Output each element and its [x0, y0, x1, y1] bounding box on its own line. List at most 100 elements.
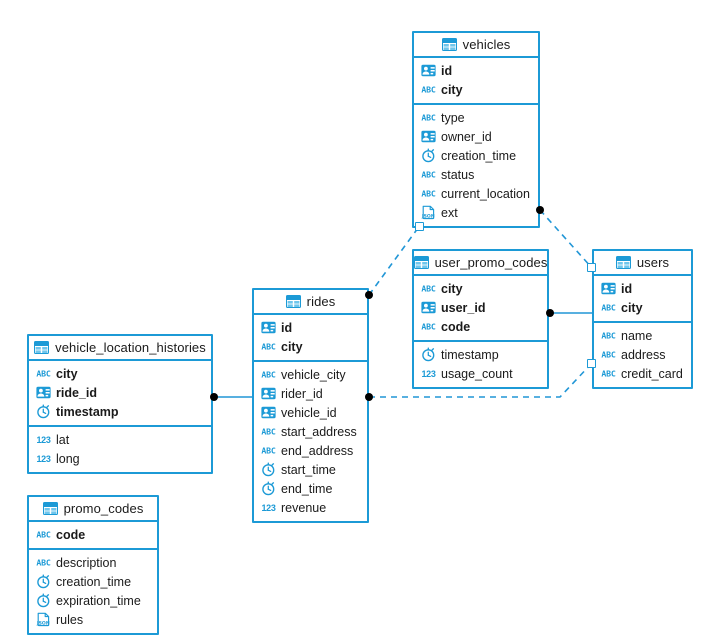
table-column[interactable]: timestamp — [414, 345, 547, 364]
table-header[interactable]: user_promo_codes — [413, 251, 548, 276]
abc-string-icon: ABC — [421, 281, 436, 296]
svg-text:ABC: ABC — [421, 170, 435, 180]
abc-string-icon: ABC — [36, 366, 51, 381]
abc-string-icon: ABC — [421, 186, 436, 201]
stopwatch-icon — [36, 404, 51, 419]
json-document-icon: JSON — [36, 612, 51, 627]
svg-text:ABC: ABC — [261, 446, 275, 456]
column-label: name — [621, 328, 653, 343]
table-name: promo_codes — [63, 501, 144, 516]
table-header[interactable]: users — [594, 251, 691, 276]
svg-text:ABC: ABC — [36, 369, 50, 379]
edge-source-dot — [210, 393, 218, 401]
column-label: expiration_time — [56, 593, 141, 608]
stopwatch-icon — [261, 462, 276, 477]
table-name: user_promo_codes — [434, 255, 548, 270]
table-column[interactable]: creation_time — [29, 572, 157, 591]
abc-string-icon: ABC — [421, 319, 436, 334]
numeric-123-icon: 123 — [421, 368, 436, 379]
table-column[interactable]: start_time — [254, 460, 367, 479]
abc-string-icon: ABC — [601, 328, 616, 343]
svg-text:ABC: ABC — [601, 331, 615, 341]
svg-text:ABC: ABC — [421, 284, 435, 294]
abc-string-icon: ABC — [261, 424, 276, 439]
numeric-123-icon: 123 — [36, 434, 51, 445]
primary-key-column[interactable]: id — [414, 61, 538, 80]
table-name: users — [636, 255, 670, 270]
primary-key-column[interactable]: ABC city — [414, 279, 547, 298]
table-grid-icon — [285, 294, 301, 309]
table-column[interactable]: rider_id — [254, 384, 367, 403]
table-column[interactable]: creation_time — [414, 146, 538, 165]
table-header[interactable]: rides — [254, 290, 367, 315]
column-label: city — [621, 300, 643, 315]
identity-key-icon — [601, 281, 616, 296]
table-header[interactable]: vehicle_location_histories — [29, 336, 211, 361]
table-column[interactable]: vehicle_id — [254, 403, 367, 422]
primary-key-column[interactable]: id — [594, 279, 691, 298]
primary-key-column[interactable]: timestamp — [29, 402, 211, 421]
column-label: timestamp — [441, 347, 499, 362]
primary-key-column[interactable]: ride_id — [29, 383, 211, 402]
identity-key-icon — [36, 385, 51, 400]
primary-key-column[interactable]: ABC city — [594, 298, 691, 317]
abc-string-icon: ABC — [601, 300, 616, 315]
edge-source-dot — [536, 206, 544, 214]
primary-key-column[interactable]: id — [254, 318, 367, 337]
table-grid-icon — [615, 255, 631, 270]
identity-key-icon — [421, 63, 436, 78]
table-header[interactable]: promo_codes — [29, 497, 157, 522]
stopwatch-icon — [421, 347, 436, 362]
abc-string-icon: ABC — [36, 555, 51, 570]
column-label: city — [281, 339, 303, 354]
column-label: creation_time — [56, 574, 132, 589]
table-column[interactable]: ABC name — [594, 326, 691, 345]
svg-text:JSON: JSON — [421, 213, 435, 219]
column-label: rules — [56, 612, 84, 627]
table-column[interactable]: end_time — [254, 479, 367, 498]
svg-text:ABC: ABC — [261, 427, 275, 437]
table-column[interactable]: JSON rules — [29, 610, 157, 629]
column-label: vehicle_city — [281, 367, 346, 382]
primary-key-column[interactable]: user_id — [414, 298, 547, 317]
svg-text:ABC: ABC — [601, 350, 615, 360]
column-label: ride_id — [56, 385, 97, 400]
table-header[interactable]: vehicles — [414, 33, 538, 58]
table-column[interactable]: owner_id — [414, 127, 538, 146]
column-label: city — [441, 281, 463, 296]
table-column[interactable]: expiration_time — [29, 591, 157, 610]
edge-rides-to-vehicles — [368, 227, 419, 296]
